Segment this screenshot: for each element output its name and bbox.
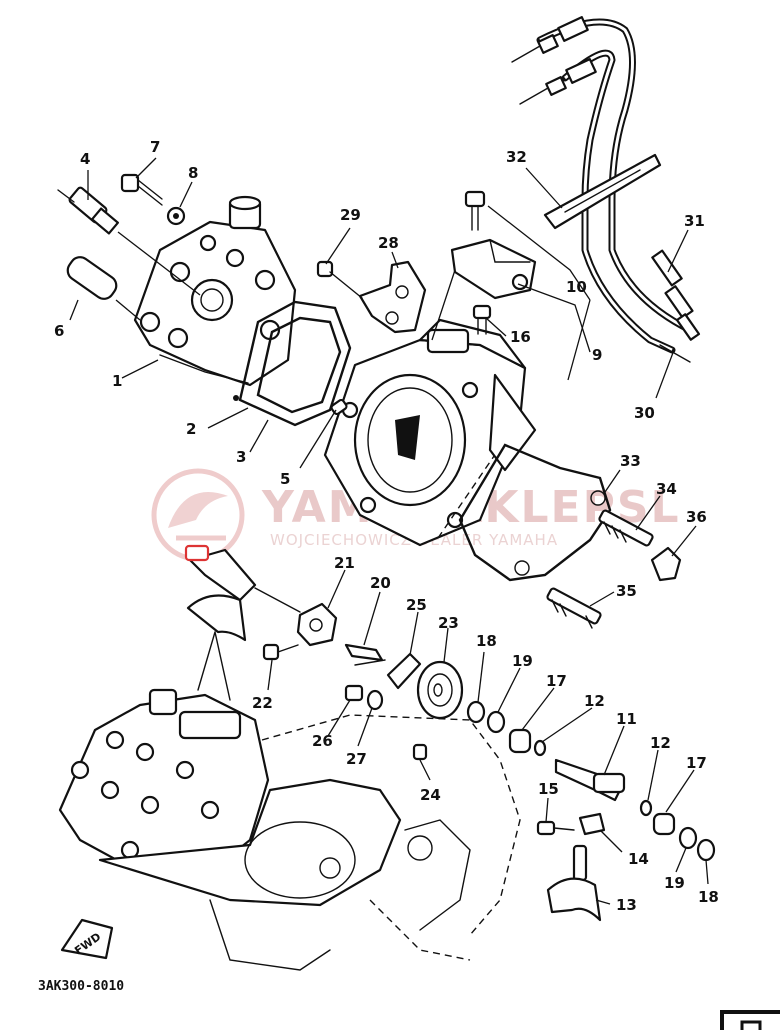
callout-19b: 19 (664, 874, 685, 892)
callout-30: 30 (634, 404, 655, 422)
callout-5: 5 (280, 470, 290, 488)
nut-36 (650, 546, 682, 582)
callout-13: 13 (616, 896, 637, 914)
callout-20: 20 (370, 574, 391, 592)
callout-26: 26 (312, 732, 333, 750)
cylinder-head (133, 195, 297, 387)
valve-lever-left (186, 594, 247, 701)
callout-27: 27 (346, 750, 367, 768)
head-gaskets (233, 300, 352, 427)
callout-7: 7 (150, 138, 160, 156)
pulley-assembly (386, 652, 464, 761)
callout-24: 24 (420, 786, 441, 804)
callout-34: 34 (656, 480, 677, 498)
stud-35 (546, 587, 602, 629)
callout-28: 28 (378, 234, 399, 252)
callout-9: 9 (592, 346, 602, 364)
cable-assembly (511, 16, 701, 363)
callout-18b: 18 (698, 888, 719, 906)
bolt-10 (464, 190, 486, 231)
callout-6: 6 (54, 322, 64, 340)
callout-33: 33 (620, 452, 641, 470)
callout-10: 10 (566, 278, 587, 296)
small-parts-26-27 (344, 684, 384, 711)
callout-25: 25 (406, 596, 427, 614)
spark-plug (57, 186, 201, 296)
callout-8: 8 (188, 164, 198, 182)
corner-box-icon (720, 1010, 780, 1030)
callout-22: 22 (252, 694, 273, 712)
callout-18a: 18 (476, 632, 497, 650)
callout-4: 4 (80, 150, 90, 168)
base-gasket (458, 443, 612, 582)
callout-36: 36 (686, 508, 707, 526)
callout-3: 3 (236, 448, 246, 466)
callout-31: 31 (684, 212, 705, 230)
bolt-16 (472, 304, 492, 335)
stud-34 (598, 509, 654, 547)
callout-1: 1 (112, 372, 122, 390)
fwd-arrow-icon: FWD (60, 918, 114, 960)
callout-29: 29 (340, 206, 361, 224)
callout-32: 32 (506, 148, 527, 166)
bolt-7 (120, 173, 163, 206)
valve-shaft-11-group (536, 758, 716, 862)
figure-code: 3AK300-8010 (38, 979, 124, 994)
callout-35: 35 (616, 582, 637, 600)
collars-18-19-17 (466, 700, 547, 757)
bracket-28 (358, 260, 427, 334)
crankcase-outline (58, 688, 521, 971)
callout-labels: 1 2 3 4 5 6 7 8 9 10 11 12 12 13 14 15 1… (54, 138, 719, 914)
callout-21: 21 (334, 554, 355, 572)
callout-17b: 17 (686, 754, 707, 772)
callout-12b: 12 (650, 734, 671, 752)
bolt-22 (262, 643, 299, 661)
callout-14: 14 (628, 850, 649, 868)
callout-2: 2 (186, 420, 196, 438)
servo-motor (431, 238, 537, 341)
callout-11: 11 (616, 710, 637, 728)
bolt-29 (316, 260, 363, 299)
callout-23: 23 (438, 614, 459, 632)
valve-body-21-group (184, 544, 338, 647)
callout-15: 15 (538, 780, 559, 798)
callout-12a: 12 (584, 692, 605, 710)
nut-8 (166, 206, 186, 226)
callout-17a: 17 (546, 672, 567, 690)
leader-lines (69, 157, 709, 905)
callout-16: 16 (510, 328, 531, 346)
spark-plug-cap (66, 256, 141, 321)
link-20 (344, 643, 386, 666)
callout-19a: 19 (512, 652, 533, 670)
valve-lever-13 (546, 844, 602, 922)
